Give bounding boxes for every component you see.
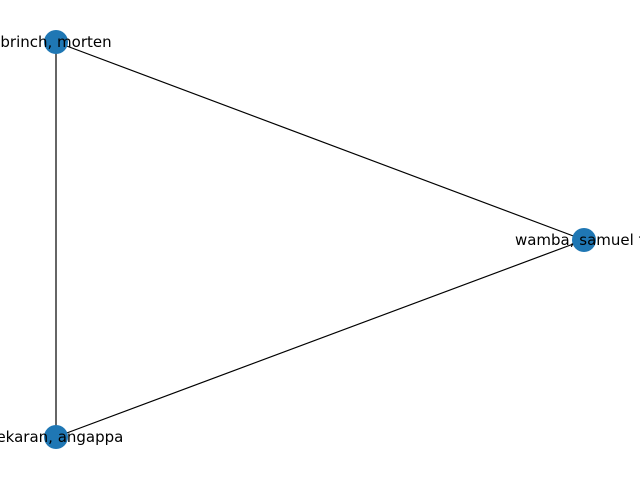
node-label-n3: sekaran, angappa: [0, 428, 123, 446]
edge-n2-n3: [55, 239, 585, 438]
node-n3: [44, 425, 68, 449]
node-label-n1: brinch, morten: [0, 33, 111, 51]
nodes-layer: [44, 30, 596, 449]
edges-layer: [55, 41, 585, 438]
node-n2: [572, 228, 596, 252]
labels-layer: brinch, morten wamba, samuel fo sekaran, a…: [0, 33, 640, 446]
node-n1: [44, 30, 68, 54]
edge-n1-n2: [55, 41, 585, 241]
node-label-n2: wamba, samuel fo: [515, 231, 640, 249]
